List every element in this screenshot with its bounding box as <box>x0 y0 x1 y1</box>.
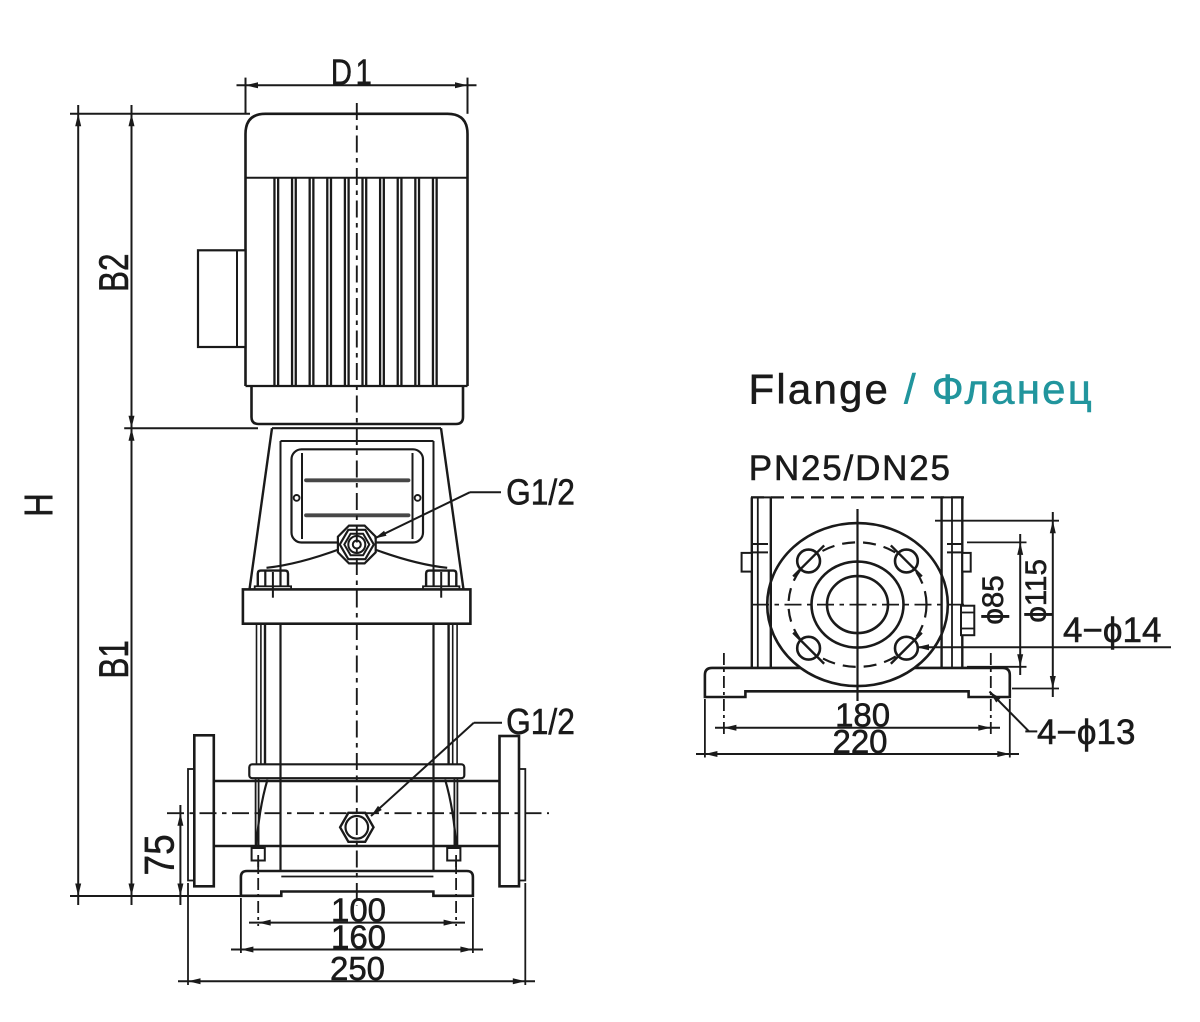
svg-text:ϕ85: ϕ85 <box>977 575 1010 624</box>
svg-text:75: 75 <box>136 834 183 875</box>
svg-text:180: 180 <box>835 697 890 734</box>
svg-text:220: 220 <box>832 723 887 760</box>
svg-text:Flange / Фланец: Flange / Фланец <box>749 365 1094 412</box>
svg-text:H: H <box>16 493 61 517</box>
svg-text:4−ϕ13: 4−ϕ13 <box>1037 713 1135 752</box>
svg-text:250: 250 <box>330 950 385 987</box>
svg-text:ϕ115: ϕ115 <box>1020 559 1053 623</box>
svg-text:PN25/DN25: PN25/DN25 <box>749 449 952 488</box>
svg-text:B2: B2 <box>89 254 137 293</box>
svg-text:B1: B1 <box>89 640 137 679</box>
svg-text:G1/2: G1/2 <box>506 472 575 513</box>
svg-text:160: 160 <box>331 919 386 956</box>
svg-text:100: 100 <box>331 892 386 929</box>
svg-text:4−ϕ14: 4−ϕ14 <box>1063 611 1161 650</box>
svg-text:G1/2: G1/2 <box>506 702 575 743</box>
svg-text:D1: D1 <box>331 52 376 93</box>
